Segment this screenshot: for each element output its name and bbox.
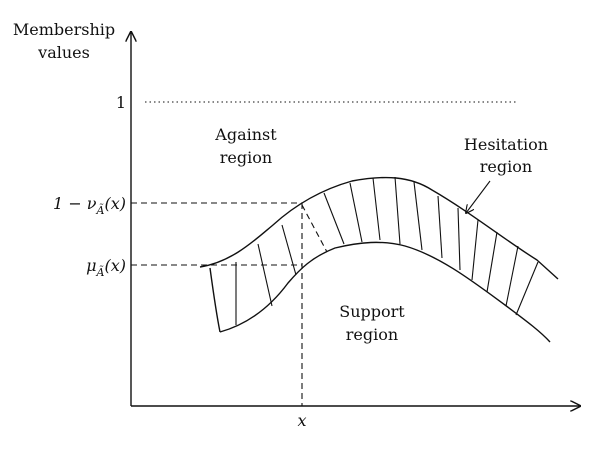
hesitation-hatching <box>235 176 539 325</box>
tick-label-one: 1 <box>116 93 126 112</box>
support-region-line1: Support <box>339 302 405 321</box>
hesitation-pointer-arrow <box>466 180 491 213</box>
x-tick-label: x <box>297 411 306 430</box>
hesitation-diagonal-dashed <box>301 204 328 253</box>
y-axis-title-line2: values <box>37 43 90 62</box>
band-left-cap <box>209 267 221 333</box>
support-region-line2: region <box>346 325 398 344</box>
hesitation-region-line1: Hesitation <box>464 135 548 154</box>
upper-boundary-curve <box>199 176 559 280</box>
lower-level-label: μÃ(x) <box>86 256 126 279</box>
y-axis-title-line1: Membership <box>13 20 115 39</box>
lower-boundary-curve <box>219 241 551 343</box>
against-region-line1: Against <box>214 125 277 144</box>
hesitation-region-line2: region <box>480 157 532 176</box>
upper-level-label: 1 − νÃ(x) <box>53 194 126 217</box>
against-region-line2: region <box>220 148 272 167</box>
